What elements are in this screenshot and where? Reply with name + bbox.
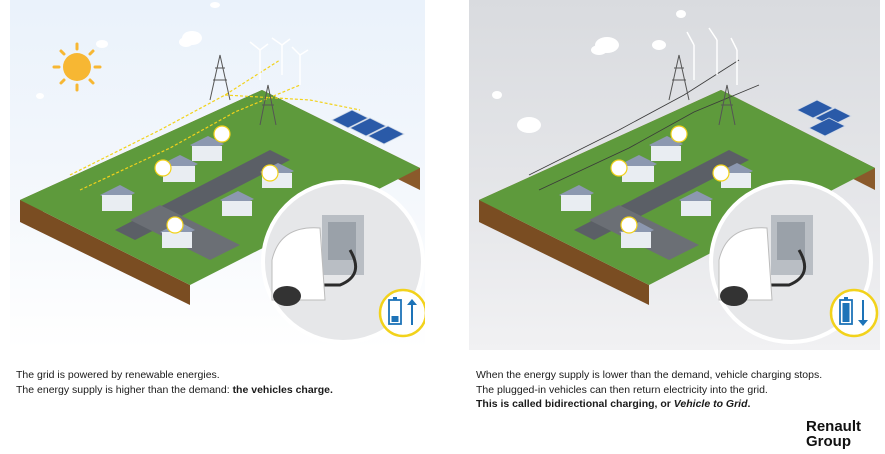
pylon-icon xyxy=(209,54,277,126)
left-caption: The grid is powered by renewable energie… xyxy=(16,368,333,397)
left-caption-line-2-bold: the vehicles charge. xyxy=(232,383,333,396)
left-scene xyxy=(20,2,425,344)
power-lines xyxy=(69,59,361,191)
house-battery-badge-icon xyxy=(154,125,279,234)
cloud-icon xyxy=(492,10,686,133)
sun-icon xyxy=(52,42,102,92)
battery-charging-up-icon xyxy=(378,288,425,338)
right-caption-line-3: This is called bidirectional charging, o… xyxy=(476,397,822,412)
pylon-icon xyxy=(668,54,736,126)
house-battery-badge-icon xyxy=(610,125,730,234)
ev-charging-zoom xyxy=(709,180,873,344)
right-scene xyxy=(479,10,879,344)
right-caption: When the energy supply is lower than the… xyxy=(476,368,822,412)
right-caption-line-2: The plugged-in vehicles can then return … xyxy=(476,383,768,396)
solar-panel-icon xyxy=(331,109,405,145)
right-illustration-panel xyxy=(469,0,880,350)
right-caption-line-1: When the energy supply is lower than the… xyxy=(476,369,823,381)
battery-discharging-down-icon xyxy=(829,288,879,338)
house-icon xyxy=(559,136,753,248)
cloud-icon xyxy=(36,2,220,99)
solar-panel-icon xyxy=(796,99,852,137)
right-caption-line-3-text: This is called bidirectional charging, o… xyxy=(476,398,674,410)
left-illustration-panel xyxy=(10,0,425,350)
wind-turbine-icon xyxy=(249,37,309,85)
left-caption-line-1: The grid is powered by renewable energie… xyxy=(16,369,220,381)
logo-line-1: Renault xyxy=(806,418,862,435)
left-caption-line-2: The energy supply is higher than the dem… xyxy=(16,383,333,398)
right-caption-line-3-italic: Vehicle to Grid xyxy=(673,398,748,410)
right-caption-line-3-suffix: . xyxy=(747,398,751,410)
power-lines xyxy=(528,59,760,191)
renault-group-logo: Renault Group xyxy=(806,419,861,449)
wind-turbine-icon xyxy=(686,27,738,85)
house-icon xyxy=(100,136,294,248)
left-caption-line-2-text: The energy supply is higher than the dem… xyxy=(16,383,233,396)
ev-charging-zoom xyxy=(261,180,425,344)
logo-line-2: Group xyxy=(806,433,851,450)
